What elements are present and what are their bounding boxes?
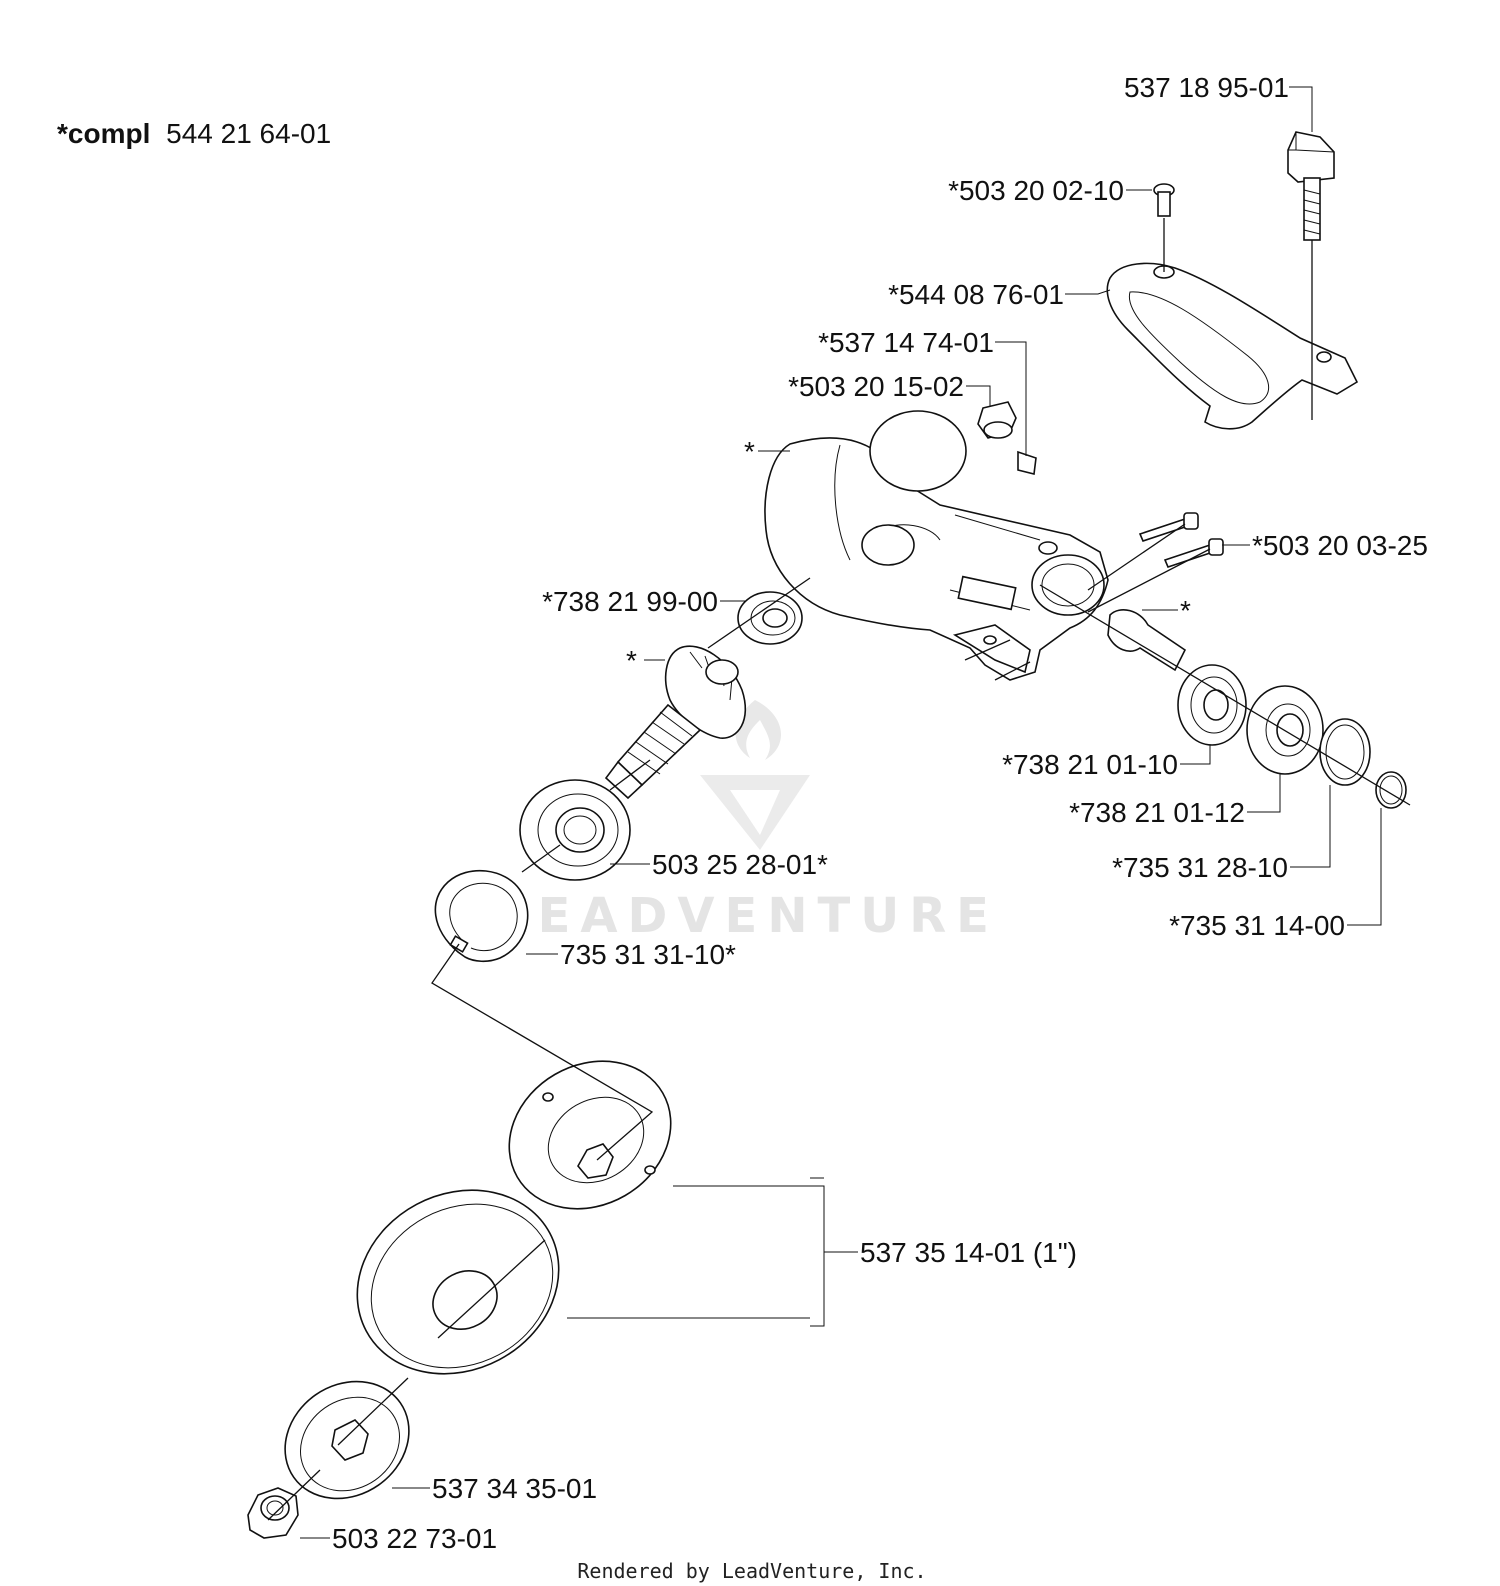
label-537-18-95-01: 537 18 95-01 <box>1124 72 1289 103</box>
part-738-21-99-00 <box>737 591 803 645</box>
label-503-25-28-01: 503 25 28-01* <box>652 849 828 880</box>
assembly-number: *compl 544 21 64-01 <box>57 118 331 149</box>
label-738-21-01-10: *738 21 01-10 <box>1002 749 1178 780</box>
watermark-v-icon <box>700 775 810 850</box>
part-537-18-95-01 <box>1287 131 1335 241</box>
part-503-25-28-01 <box>519 779 631 881</box>
assembly-code: 544 21 64-01 <box>166 118 331 149</box>
label-503-20-03-25: *503 20 03-25 <box>1252 530 1428 561</box>
label-735-31-31-10: 735 31 31-10* <box>560 939 736 970</box>
part-upper-flange <box>508 1060 672 1210</box>
leader-lines <box>300 86 1382 1539</box>
label-738-21-99-00: *738 21 99-00 <box>542 586 718 617</box>
part-503-20-03-25 <box>1138 512 1224 568</box>
center-lines <box>267 218 1411 1521</box>
watermark-text: LEADVENTURE <box>497 888 999 944</box>
label-537-34-35-01: 537 34 35-01 <box>432 1473 597 1504</box>
label-503-22-73-01: 503 22 73-01 <box>332 1523 497 1554</box>
label-503-20-02-10: *503 20 02-10 <box>948 175 1124 206</box>
part-735-31-31-10 <box>434 869 529 963</box>
label-housing-asterisk: * <box>744 436 755 467</box>
part-537-34-35-01 <box>284 1380 410 1500</box>
part-support-cup <box>356 1189 560 1375</box>
label-shaft-asterisk: * <box>1180 595 1191 626</box>
render-credit: Rendered by LeadVenture, Inc. <box>577 1559 926 1583</box>
part-gear-housing <box>764 410 1109 681</box>
label-503-20-15-02: *503 20 15-02 <box>788 371 964 402</box>
label-pinion-asterisk: * <box>626 645 637 676</box>
label-544-08-76-01: *544 08 76-01 <box>888 279 1064 310</box>
part-503-20-02-10 <box>1153 183 1175 217</box>
watermark-flame-icon <box>735 700 782 760</box>
assembly-prefix: *compl <box>57 118 150 149</box>
part-503-20-15-02 <box>977 401 1017 439</box>
label-537-35-14-01: 537 35 14-01 (1") <box>860 1237 1077 1268</box>
part-735-31-14-00 <box>1375 771 1407 809</box>
watermark: LEADVENTURE <box>497 700 999 944</box>
label-537-14-74-01: *537 14 74-01 <box>818 327 994 358</box>
label-738-21-01-12: *738 21 01-12 <box>1069 797 1245 828</box>
part-503-22-73-01 <box>247 1487 299 1539</box>
part-544-08-76-01 <box>1106 262 1359 430</box>
label-735-31-14-00: *735 31 14-00 <box>1169 910 1345 941</box>
part-537-14-74-01 <box>1017 450 1037 475</box>
part-738-21-01-10 <box>1107 609 1247 746</box>
label-735-31-28-10: *735 31 28-10 <box>1112 852 1288 883</box>
part-735-31-28-10 <box>1319 718 1371 786</box>
